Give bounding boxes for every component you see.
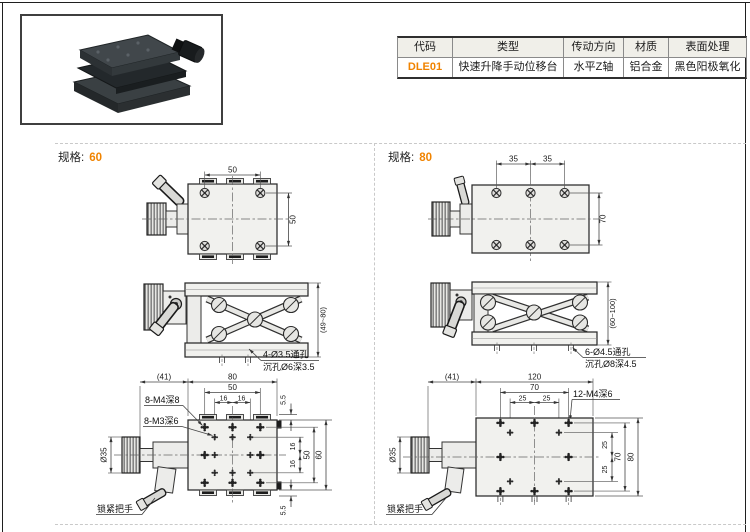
photo-knob [171, 38, 205, 63]
dim-top-height: 50 [289, 215, 298, 224]
callout-through-holes: 6-Ø4.5通孔 [585, 347, 631, 357]
dim-inner-h2: 16 [290, 460, 297, 468]
dim-total-height: 80 [627, 452, 636, 461]
dim-travel-height: (49~80) [319, 306, 328, 333]
separator-bottom [55, 524, 746, 525]
spec60-top-view: 50 50 [142, 166, 298, 264]
dim-top-width: 50 [228, 166, 237, 175]
separator-top [55, 143, 746, 144]
cell-material: 铝合金 [624, 58, 669, 77]
dim-inner-h2: 25 [602, 466, 609, 474]
dim-top-height: 70 [599, 214, 608, 223]
dim-edge-top: 5.5 [281, 395, 288, 405]
spec80-label-prefix: 规格: [388, 152, 415, 164]
callout-m4-holes: 12-M4深6 [573, 389, 613, 399]
spec-table: 代码 类型 传动方向 材质 表面处理 DLE01 快速升降手动位移台 水平Z轴 … [397, 36, 747, 79]
callout-m3-holes: 8-M3深6 [144, 416, 179, 426]
page-border-right [745, 2, 746, 532]
dim-knob-diameter: Ø35 [389, 447, 398, 463]
product-photo-box [20, 14, 223, 125]
page-border-top [0, 2, 750, 3]
dim-mid-width: 50 [228, 383, 237, 392]
dim-inner-w1: 25 [519, 396, 527, 403]
dim-top-w1: 35 [509, 155, 518, 164]
col-header-surface-finish: 表面处理 [669, 38, 746, 58]
dim-knob-diameter: Ø35 [100, 447, 109, 463]
cell-type: 快速升降手动位移台 [453, 58, 564, 77]
spec60-bottom-view: (41) 80 50 16 16 [96, 373, 332, 516]
spec80-label: 规格: 80 [388, 149, 432, 165]
dim-inner-w2: 16 [238, 396, 246, 403]
spec80-top-view: 35 35 70 [428, 155, 608, 261]
dim-mid-height: 70 [614, 452, 623, 461]
col-header-material: 材质 [624, 38, 669, 58]
lock-handle-label: 锁紧把手 [387, 503, 423, 514]
dim-inner-h1: 16 [290, 443, 297, 451]
dim-total-width: 80 [228, 373, 237, 382]
spec80-side-view: (60~100) 6-Ø4.5通孔 沉孔Ø8深4.5 [430, 281, 646, 369]
page-border-left [2, 2, 3, 532]
spec60-size: 60 [89, 152, 102, 164]
dim-top-w2: 35 [543, 155, 552, 164]
dim-inner-w2: 25 [543, 396, 551, 403]
dim-knob-offset: (41) [445, 373, 460, 382]
dim-total-width: 120 [528, 373, 542, 382]
spec60-side-view: (49~80) 4-Ø3.5通孔 沉孔Ø6深3.5 [143, 282, 328, 372]
dim-mid-height: 50 [303, 450, 312, 459]
separator-middle [374, 143, 375, 524]
spec80-bottom-view: (41) 120 70 25 25 12-M4深6 [386, 373, 643, 515]
dim-knob-offset: (41) [157, 373, 172, 382]
spec60-label: 规格: 60 [58, 149, 102, 165]
col-header-type: 类型 [453, 38, 564, 58]
lock-lever [420, 485, 454, 512]
cell-surface-finish: 黑色阳极氧化 [674, 61, 741, 73]
knob [410, 436, 430, 474]
cell-code: DLE01 [398, 58, 453, 77]
callout-counterbore: 沉孔Ø6深3.5 [263, 362, 315, 372]
spec60-label-prefix: 规格: [58, 152, 85, 164]
lock-lever [453, 175, 472, 207]
product-photo [72, 34, 205, 113]
dim-travel-height: (60~100) [608, 298, 617, 329]
col-header-drive-direction: 传动方向 [564, 38, 624, 58]
lock-lever [135, 485, 169, 512]
spec80-size: 80 [419, 152, 432, 164]
col-header-code: 代码 [398, 38, 453, 58]
dim-total-height: 60 [315, 450, 324, 459]
cell-drive-direction: 水平Z轴 [564, 58, 624, 77]
lock-handle-label: 锁紧把手 [97, 503, 133, 514]
callout-through-holes: 4-Ø3.5通孔 [263, 350, 309, 360]
dim-edge-bottom: 5.5 [281, 506, 288, 516]
knob [430, 282, 451, 328]
dim-inner-h1: 25 [602, 441, 609, 449]
dim-inner-w1: 16 [220, 396, 228, 403]
dim-mid-width: 70 [530, 383, 539, 392]
callout-m4-holes: 8-M4深8 [145, 395, 180, 405]
callout-counterbore: 沉孔Ø8深4.5 [585, 359, 637, 369]
